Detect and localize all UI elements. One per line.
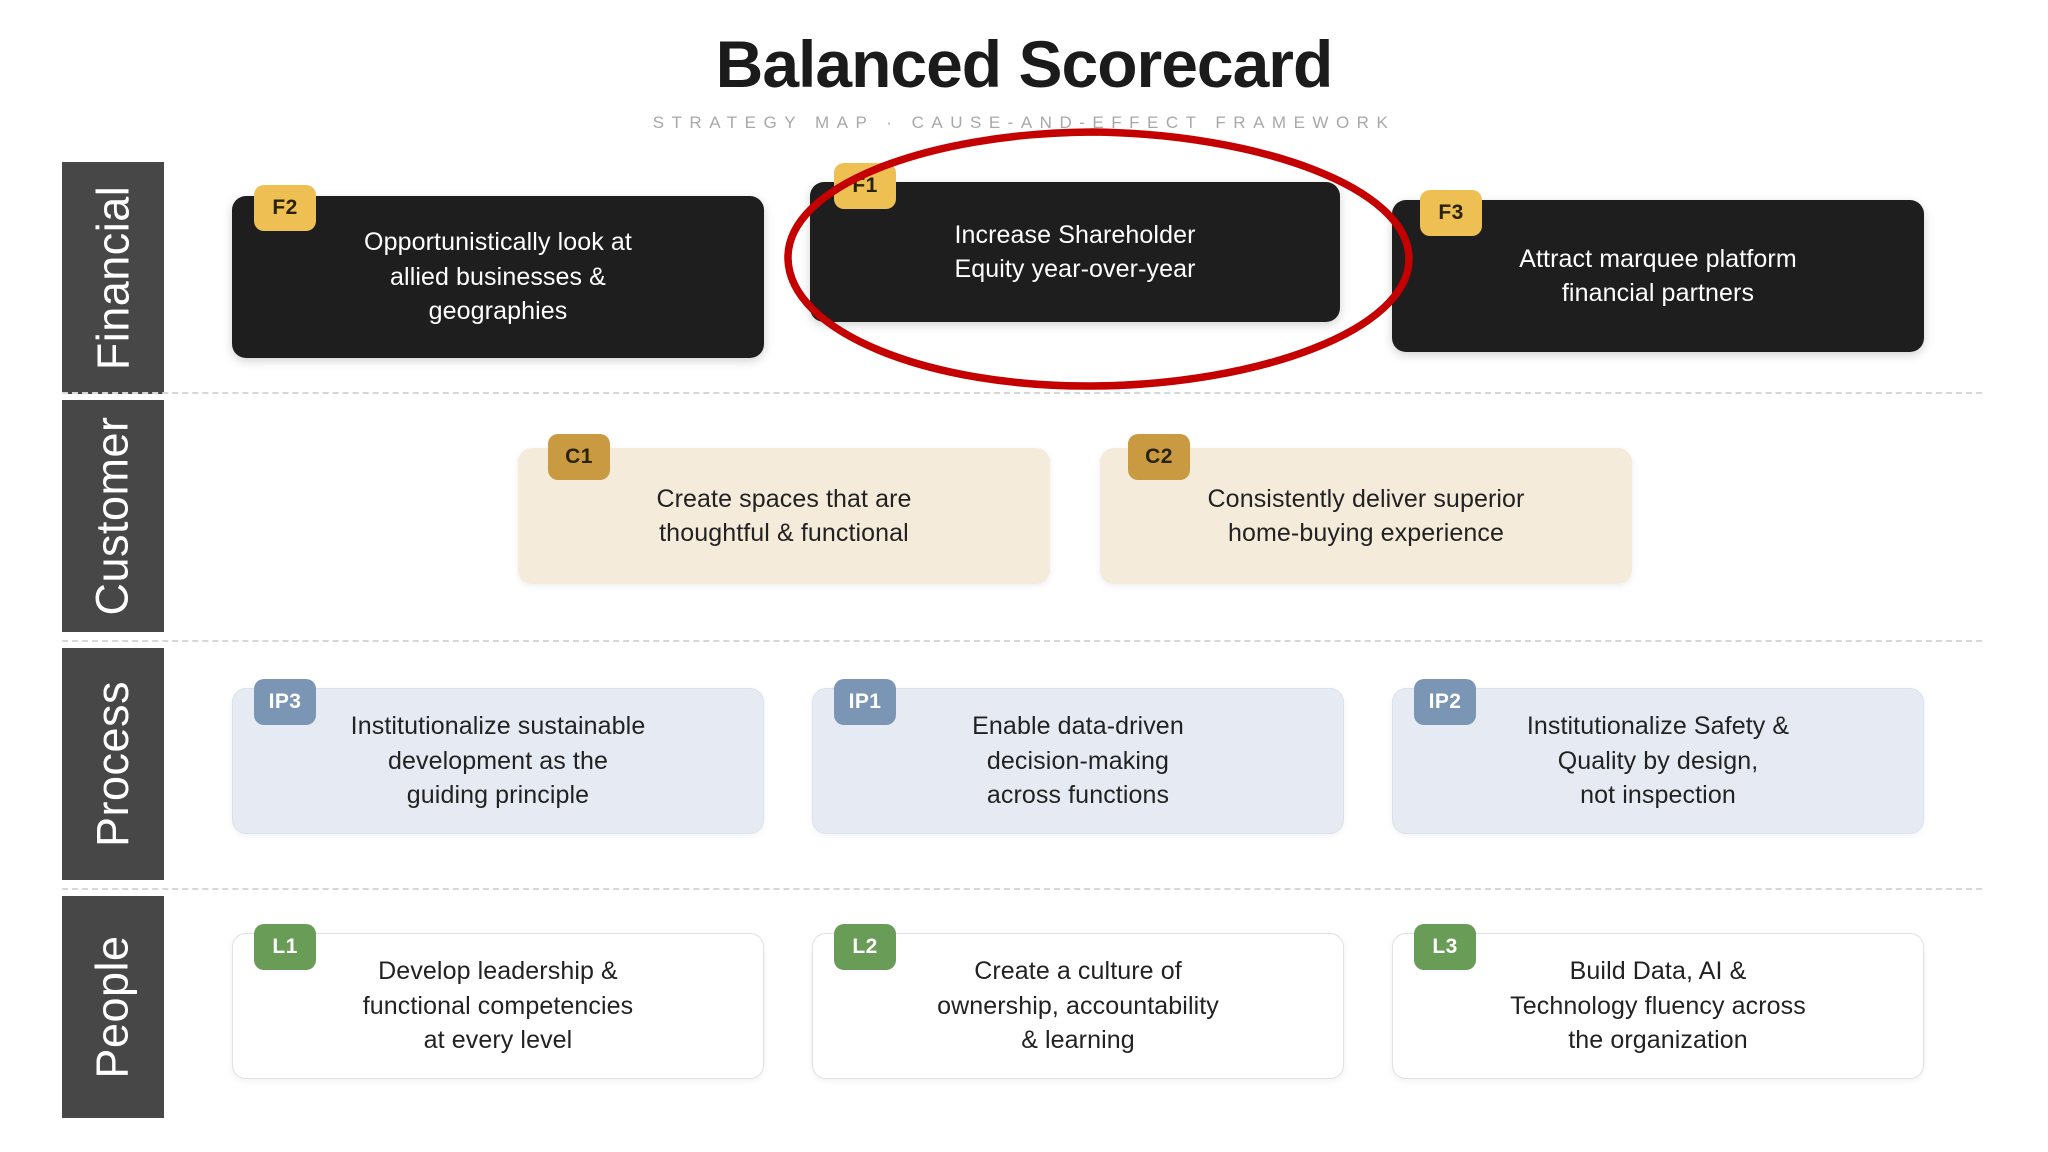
perspective-label-financial: Financial xyxy=(87,185,138,371)
objective-text-ip2: Institutionalize Safety & Quality by des… xyxy=(1526,712,1790,810)
objective-text-c1: Create spaces that are thoughtful & func… xyxy=(656,484,912,548)
objective-card-l3[interactable]: Build Data, AI & Technology fluency acro… xyxy=(1392,933,1924,1079)
objective-text-l1: Develop leadership & functional competen… xyxy=(362,957,634,1055)
objective-badge-f1[interactable]: F1 xyxy=(834,163,896,209)
objective-badge-c2[interactable]: C2 xyxy=(1128,434,1190,480)
perspective-bar-people: People xyxy=(62,896,164,1118)
objective-badge-ip1[interactable]: IP1 xyxy=(834,679,896,725)
perspective-label-process: Process xyxy=(87,680,138,848)
objective-text-f2: Opportunistically look at allied busines… xyxy=(364,228,632,326)
objective-card-f2[interactable]: Opportunistically look at allied busines… xyxy=(232,196,764,358)
objective-text-f1: Increase Shareholder Equity year-over-ye… xyxy=(954,220,1196,284)
objective-card-ip3[interactable]: Institutionalize sustainable development… xyxy=(232,688,764,834)
objective-card-l1[interactable]: Develop leadership & functional competen… xyxy=(232,933,764,1079)
perspective-bar-customer: Customer xyxy=(62,400,164,632)
perspective-bar-process: Process xyxy=(62,648,164,880)
objective-text-l3: Build Data, AI & Technology fluency acro… xyxy=(1510,957,1806,1055)
objective-badge-f3[interactable]: F3 xyxy=(1420,190,1482,236)
objective-text-ip3: Institutionalize sustainable development… xyxy=(350,712,646,810)
row-divider-financial-customer xyxy=(62,392,1982,394)
objective-card-ip1[interactable]: Enable data-driven decision-making acros… xyxy=(812,688,1344,834)
objective-badge-l2[interactable]: L2 xyxy=(834,924,896,970)
perspective-label-customer: Customer xyxy=(87,416,138,616)
objective-text-c2: Consistently deliver superior home-buyin… xyxy=(1207,484,1525,548)
objective-text-ip1: Enable data-driven decision-making acros… xyxy=(972,712,1184,810)
objective-card-ip2[interactable]: Institutionalize Safety & Quality by des… xyxy=(1392,688,1924,834)
objective-text-l2: Create a culture of ownership, accountab… xyxy=(937,957,1219,1055)
objective-badge-f2[interactable]: F2 xyxy=(254,185,316,231)
row-divider-process-people xyxy=(62,888,1982,890)
objective-badge-ip3[interactable]: IP3 xyxy=(254,679,316,725)
perspective-label-people: People xyxy=(87,935,138,1079)
objective-badge-l1[interactable]: L1 xyxy=(254,924,316,970)
row-divider-customer-process xyxy=(62,640,1982,642)
objective-badge-c1[interactable]: C1 xyxy=(548,434,610,480)
perspective-bar-financial: Financial xyxy=(62,162,164,394)
objective-card-l2[interactable]: Create a culture of ownership, accountab… xyxy=(812,933,1344,1079)
objective-badge-ip2[interactable]: IP2 xyxy=(1414,679,1476,725)
objective-text-f3: Attract marquee platform financial partn… xyxy=(1519,244,1797,308)
objective-badge-l3[interactable]: L3 xyxy=(1414,924,1476,970)
